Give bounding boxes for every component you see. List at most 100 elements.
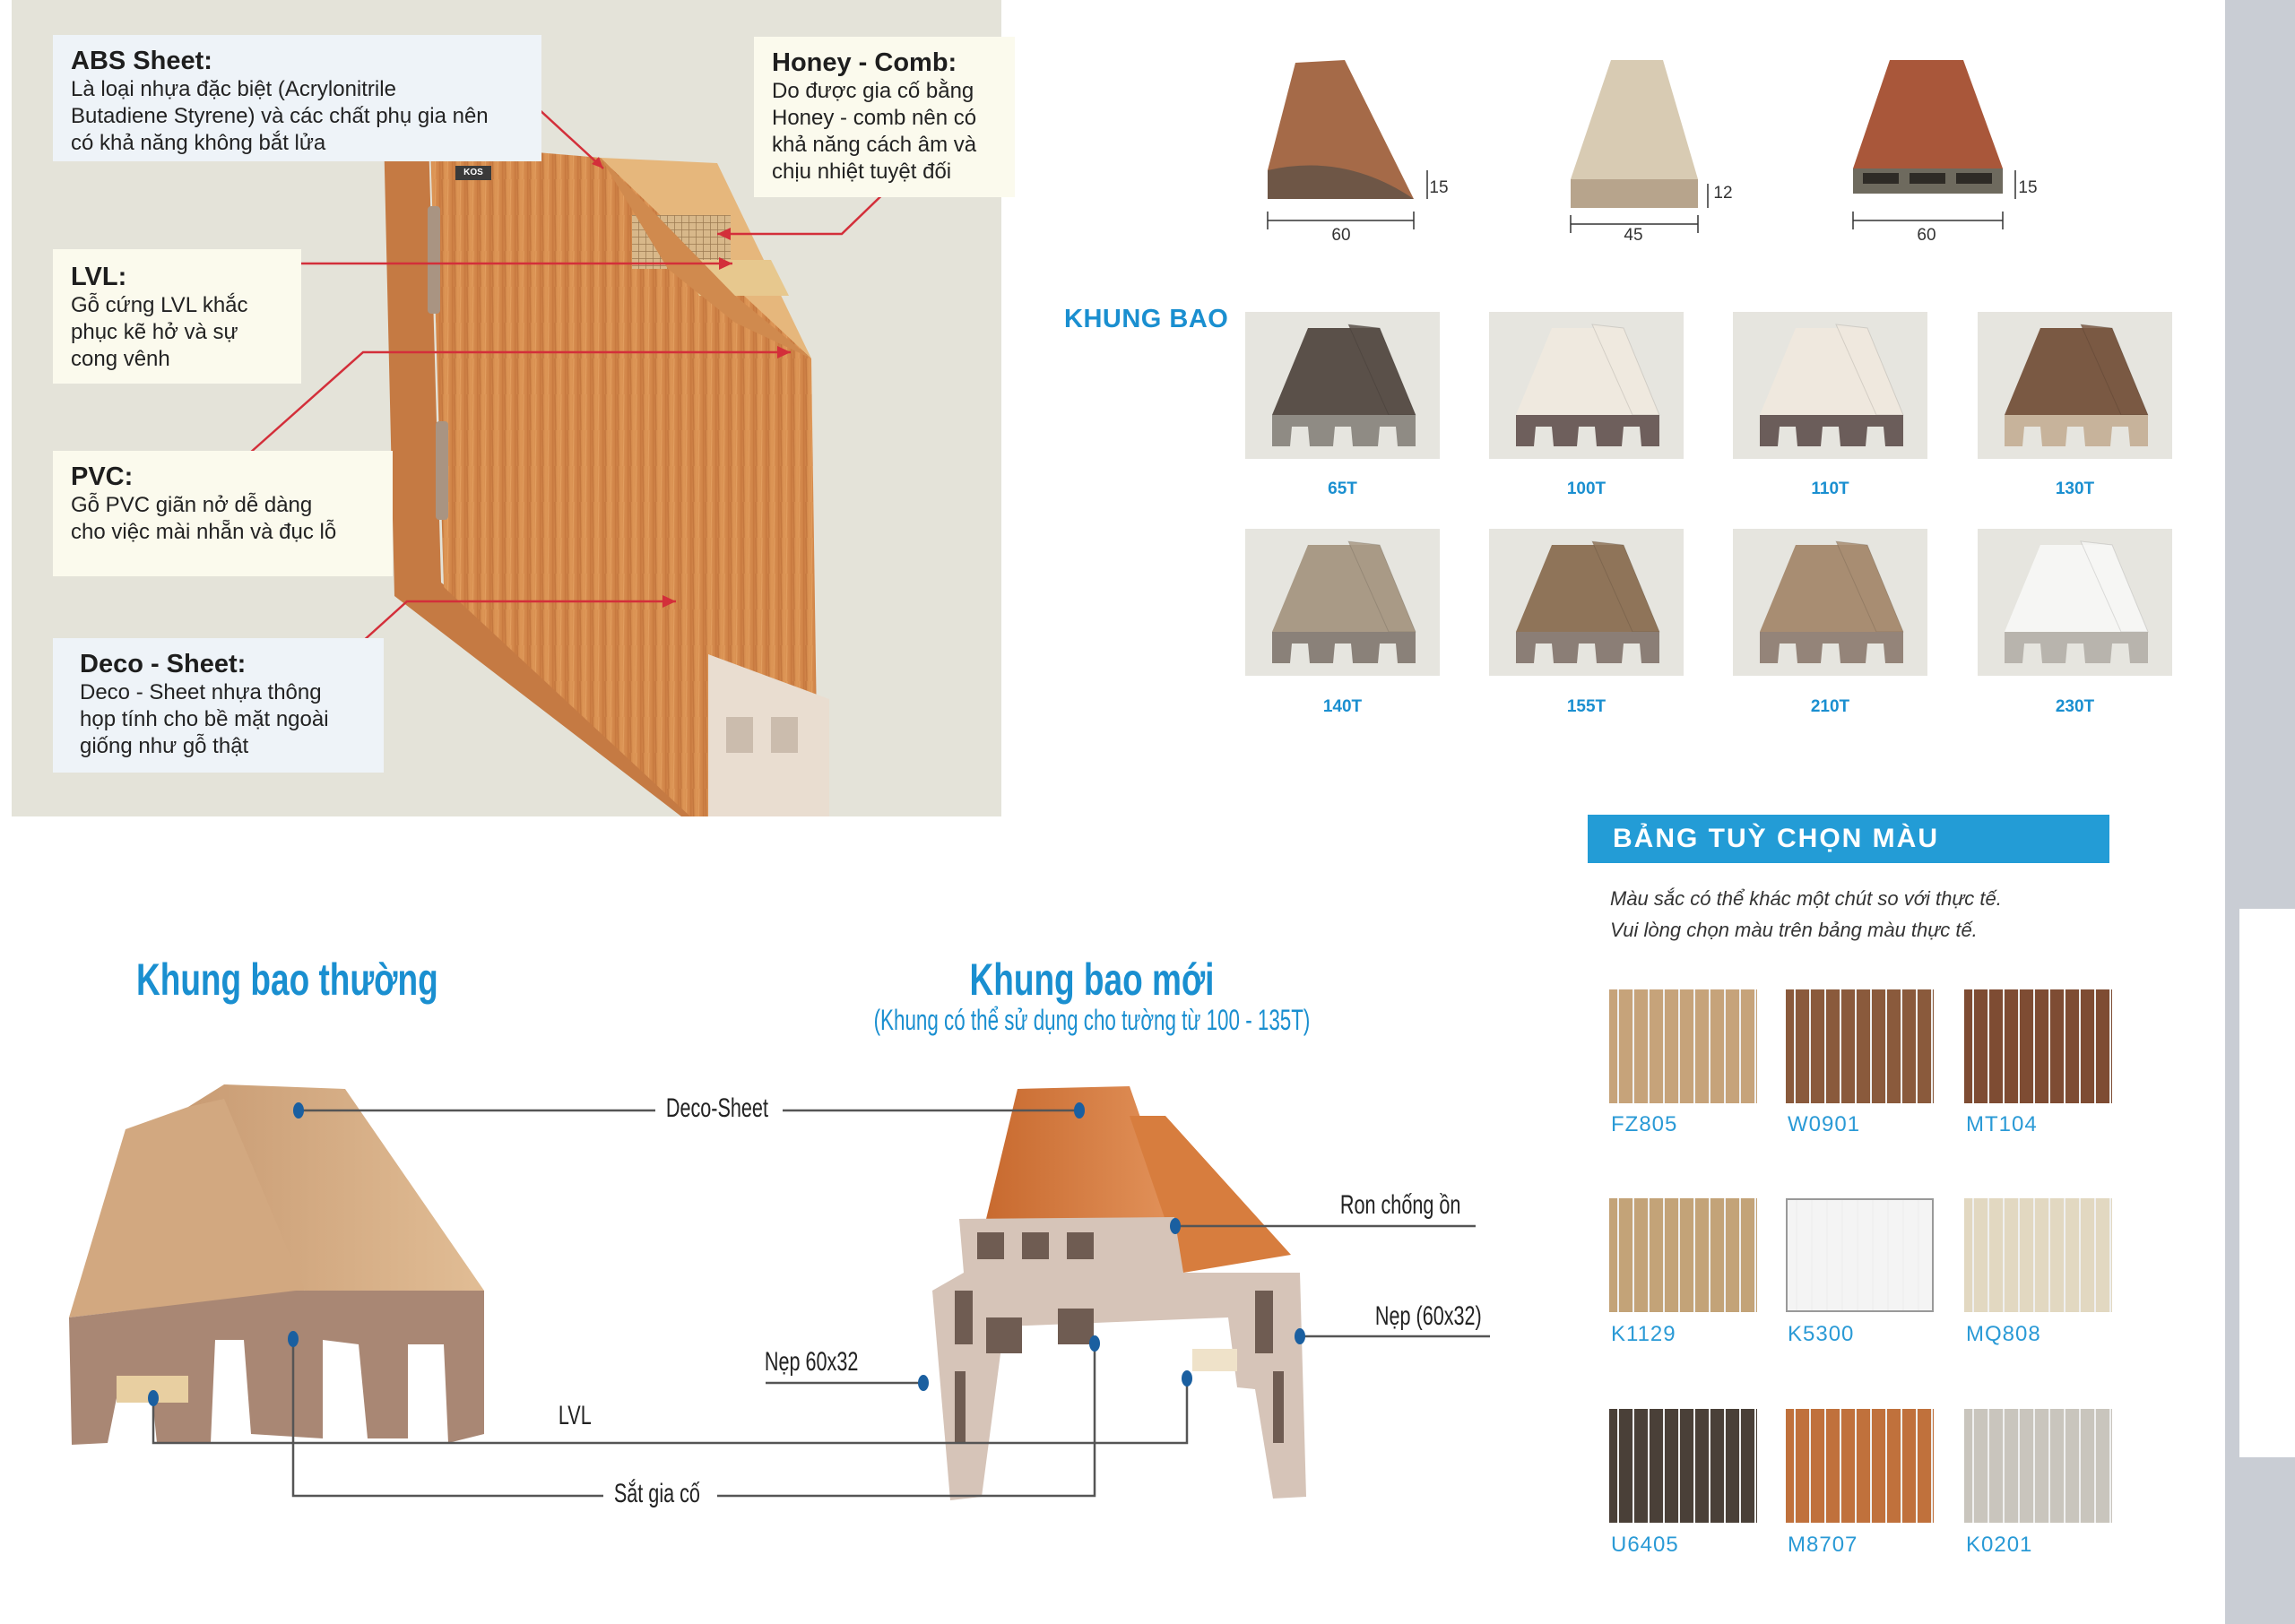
- frame-profile-image: [1272, 540, 1416, 663]
- frame-profile-image: [1760, 540, 1904, 663]
- trim-profile-3: [1852, 60, 2016, 229]
- trim-height-label: 15: [2018, 178, 2038, 197]
- label-nep-60x32-paren: Nẹp (60x32): [1374, 1301, 1482, 1331]
- callout-text: có khả năng không bắt lửa: [71, 131, 326, 155]
- swatch-code: U6405: [1611, 1533, 1679, 1557]
- callout-deco-sheet: Deco - Sheet: Deco - Sheet nhựa thông họ…: [53, 638, 384, 773]
- callout-text: phục kẽ hở và sự: [71, 320, 238, 344]
- swatch-code: FZ805: [1611, 1112, 1678, 1136]
- swatch-code: W0901: [1788, 1112, 1861, 1136]
- callout-text: chịu nhiệt tuyệt đối: [772, 160, 952, 184]
- callout-text: khả năng cách âm và: [772, 133, 977, 157]
- regular-frame-title: Khung bao thường: [136, 955, 438, 1005]
- khung-bao-label: 100T: [1566, 479, 1606, 498]
- frame-bottom-profile: [708, 654, 829, 816]
- color-note: Màu sắc có thể khác một chút so với thực…: [1610, 887, 2002, 910]
- door-frame: [384, 132, 717, 816]
- trim-width-label: 45: [1624, 226, 1643, 245]
- khung-bao-tile[interactable]: [1733, 529, 1927, 676]
- door-cutaway-illustration: [248, 86, 896, 816]
- swatch-code: K5300: [1788, 1322, 1855, 1346]
- label-lvl: LVL: [558, 1401, 592, 1430]
- frame-profile-image: [1272, 324, 1416, 446]
- callout-text: Do được gia cố bằng: [772, 79, 974, 103]
- callout-text: Butadiene Styrene) và các chất phụ gia n…: [71, 104, 489, 128]
- color-swatch[interactable]: [1786, 1409, 1934, 1523]
- swatch-code: K0201: [1966, 1533, 2033, 1557]
- khung-bao-tile[interactable]: [1489, 312, 1684, 459]
- trim-profiles: [1267, 60, 2016, 233]
- callout-lvl: LVL: Gỗ cứng LVL khắc phục kẽ hở và sự c…: [53, 249, 301, 384]
- color-table-banner: BẢNG TUỲ CHỌN MÀU: [1588, 815, 2109, 863]
- trim-height-label: 15: [1429, 178, 1449, 197]
- frame-profile-image: [2005, 540, 2149, 663]
- color-swatch[interactable]: [1786, 1198, 1934, 1312]
- color-swatch[interactable]: [1786, 989, 1934, 1103]
- trim-profile-1: [1267, 60, 1428, 229]
- callout-text: Honey - comb nên có: [772, 106, 977, 130]
- label-sat-gia-co: Sắt gia cố: [611, 1479, 703, 1509]
- callout-text: Là loại nhựa đặc biệt (Acrylonitrile: [71, 77, 396, 101]
- new-frame-title: Khung bao mới: [969, 955, 1215, 1005]
- trim-height-label: 12: [1713, 184, 1733, 203]
- regular-frame-profile: [69, 1084, 484, 1445]
- color-swatch[interactable]: [1609, 989, 1757, 1103]
- khung-bao-tile[interactable]: [1245, 312, 1440, 459]
- label-deco-sheet: Deco-Sheet: [663, 1093, 771, 1124]
- trim-width-label: 60: [1917, 226, 1936, 245]
- swatch-code: K1129: [1611, 1322, 1676, 1346]
- color-swatch[interactable]: [1964, 989, 2112, 1103]
- khung-bao-label: 230T: [2055, 697, 2095, 716]
- frame-comparison-illustration: [69, 1084, 1490, 1500]
- annotation-leader-lines: [152, 1109, 1490, 1498]
- callout-text: Gỗ cứng LVL khắc: [71, 293, 248, 317]
- new-frame-subtitle: (Khung có thể sử dụng cho tường từ 100 -…: [873, 1004, 1311, 1036]
- annotation-dots: [148, 1102, 1305, 1406]
- callout-title: Honey - Comb:: [772, 48, 957, 77]
- khung-bao-tile[interactable]: [1489, 529, 1684, 676]
- color-note: Vui lòng chọn màu trên bảng màu thực tế.: [1610, 919, 1978, 941]
- swatch-code: MQ808: [1966, 1322, 2041, 1346]
- callout-honey-comb: Honey - Comb: Do được gia cố bằng Honey …: [754, 37, 1015, 197]
- khung-bao-label: 140T: [1322, 697, 1363, 716]
- kos-logo: KOS: [455, 166, 491, 180]
- hinge-icon: [428, 206, 440, 314]
- frame-profile-image: [1516, 540, 1660, 663]
- khung-bao-tile[interactable]: [1245, 529, 1440, 676]
- callout-text: cong vênh: [71, 347, 170, 371]
- khung-bao-label: 155T: [1566, 697, 1606, 716]
- khung-bao-heading: KHUNG BAO: [1064, 305, 1229, 333]
- callout-text: Gỗ PVC giãn nở dễ dàng: [71, 493, 313, 517]
- callout-title: ABS Sheet:: [71, 47, 212, 75]
- callout-text: cho việc mài nhẵn và đục lỗ: [71, 520, 337, 544]
- khung-bao-label: 210T: [1810, 697, 1850, 716]
- callout-title: Deco - Sheet:: [80, 650, 247, 678]
- color-swatch[interactable]: [1609, 1409, 1757, 1523]
- frame-profile-image: [2005, 324, 2149, 446]
- color-swatch[interactable]: [1964, 1198, 2112, 1312]
- callout-pvc: PVC: Gỗ PVC giãn nở dễ dàng cho việc mài…: [53, 451, 393, 576]
- color-swatch[interactable]: [1609, 1198, 1757, 1312]
- swatch-code: M8707: [1788, 1533, 1858, 1557]
- callout-text: họp tính cho bề mặt ngoài: [80, 707, 329, 731]
- label-ron-chong-on: Ron chống ồn: [1339, 1190, 1461, 1220]
- trim-width-label: 60: [1331, 226, 1351, 245]
- khung-bao-tile[interactable]: [1733, 312, 1927, 459]
- trim-profile-2: [1570, 60, 1709, 233]
- khung-bao-label: 110T: [1811, 479, 1849, 498]
- new-frame-profile: [932, 1086, 1306, 1500]
- khung-bao-label: 65T: [1328, 479, 1357, 498]
- swatch-code: MT104: [1966, 1112, 2038, 1136]
- frame-profile-image: [1516, 324, 1660, 446]
- callout-title: PVC:: [71, 462, 134, 491]
- callout-title: LVL:: [71, 263, 127, 291]
- frame-profile-image: [1760, 324, 1904, 446]
- khung-bao-label: 130T: [2055, 479, 2095, 498]
- page-edge-panel: [2239, 909, 2295, 1457]
- callout-text: Deco - Sheet nhựa thông: [80, 680, 322, 704]
- khung-bao-tile[interactable]: [1978, 312, 2172, 459]
- callout-text: giống như gỗ thật: [80, 734, 249, 758]
- khung-bao-tile[interactable]: [1978, 529, 2172, 676]
- color-swatch[interactable]: [1964, 1409, 2112, 1523]
- callout-abs-sheet: ABS Sheet: Là loại nhựa đặc biệt (Acrylo…: [53, 35, 541, 161]
